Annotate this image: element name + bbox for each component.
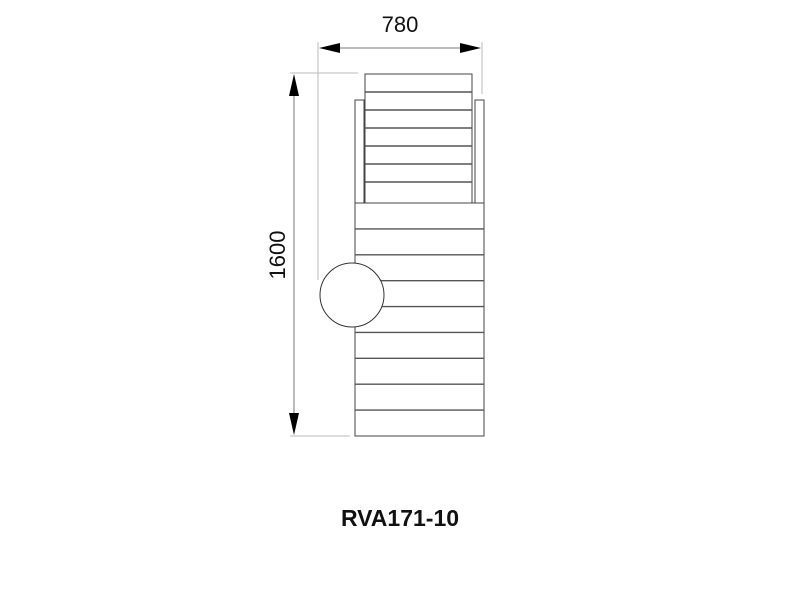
product-code: RVA171-10: [340, 505, 460, 531]
arrow-right-icon: [460, 43, 481, 53]
width-dimension: 780: [317, 12, 483, 280]
width-label: 780: [382, 12, 419, 37]
backrest: [354, 73, 485, 204]
seat-base: [354, 202, 485, 437]
arrow-down-icon: [289, 413, 299, 435]
arrow-left-icon: [319, 43, 340, 53]
height-label: 1600: [265, 231, 290, 280]
arrow-up-icon: [289, 74, 299, 96]
slats: [355, 91, 484, 411]
round-table-top: [319, 262, 385, 328]
height-dimension: 1600: [265, 72, 358, 437]
